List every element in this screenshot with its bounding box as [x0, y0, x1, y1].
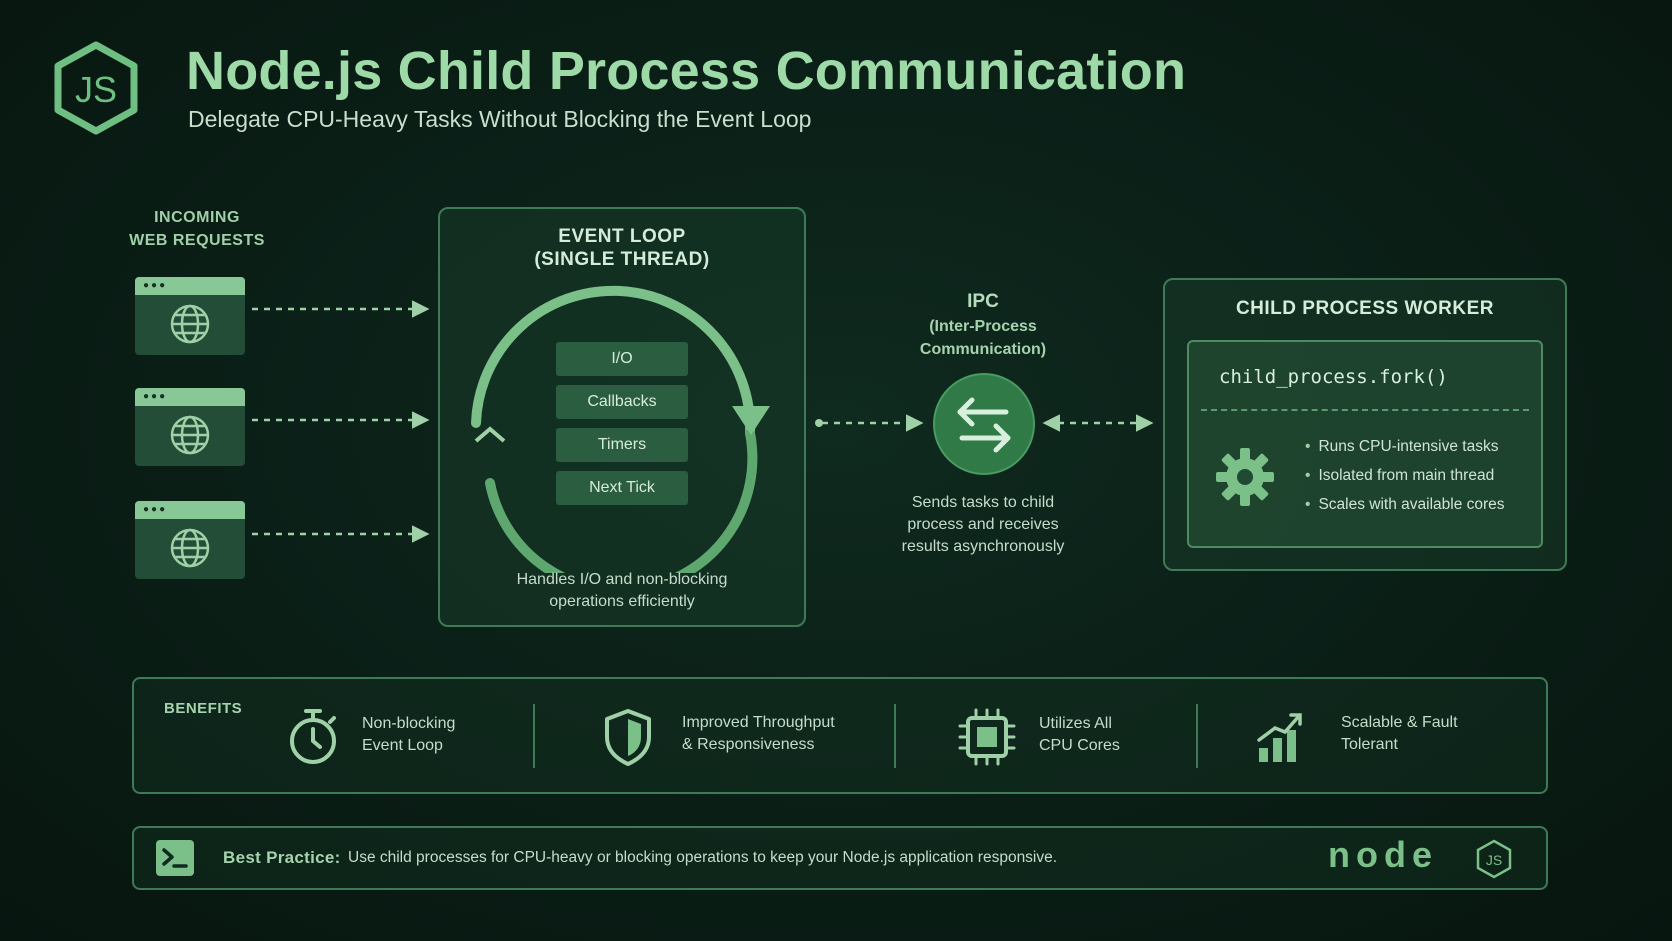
browser-window-2: ●●●	[135, 388, 245, 466]
ipc-caption: Sends tasks to child process and receive…	[870, 492, 1096, 558]
worker-title: CHILD PROCESS WORKER	[1235, 298, 1495, 319]
window-dots-icon: ●●●	[143, 280, 168, 291]
event-loop-cycle-icon	[471, 285, 770, 573]
globe-icon	[170, 528, 210, 568]
benefits-bar	[132, 677, 1548, 794]
incoming-label-line1: INCOMING	[154, 209, 240, 226]
best-practice-text: Use child processes for CPU-heavy or blo…	[348, 849, 1058, 866]
worker-feature: Scales with available cores	[1305, 490, 1504, 519]
benefit-cpu-cores: Utilizes All CPU Cores	[1039, 713, 1120, 757]
js-badge-text: JS	[1486, 852, 1502, 868]
ipc-title: IPC	[967, 291, 999, 312]
benefit-line2: Event Loop	[362, 737, 443, 754]
benefit-line2: & Responsiveness	[682, 736, 815, 753]
benefit-line2: Tolerant	[1341, 736, 1398, 753]
ipc-label: IPC (Inter-Process Communication)	[880, 289, 1086, 361]
benefit-line1: Scalable & Fault	[1341, 714, 1458, 731]
benefit-divider	[533, 704, 535, 768]
phase-timers: Timers	[556, 428, 688, 462]
shield-icon	[605, 709, 651, 766]
stopwatch-icon	[290, 709, 336, 764]
phase-callbacks: Callbacks	[556, 385, 688, 419]
cpu-chip-icon	[958, 708, 1016, 766]
phase-io: I/O	[556, 342, 688, 376]
gear-icon	[1216, 448, 1274, 506]
benefit-line1: Utilizes All	[1039, 715, 1112, 732]
benefit-line1: Non-blocking	[362, 715, 456, 732]
best-practice-label: Best Practice:	[223, 848, 341, 867]
event-loop-caption: Handles I/O and non-blocking operations …	[438, 569, 806, 613]
nodejs-hexagon-logo: JS	[54, 41, 138, 135]
event-loop-caption-line1: Handles I/O and non-blocking	[516, 571, 728, 588]
benefit-throughput: Improved Throughput & Responsiveness	[682, 712, 835, 756]
benefit-line1: Improved Throughput	[682, 714, 835, 731]
code-divider	[1201, 409, 1529, 411]
benefit-non-blocking: Non-blocking Event Loop	[362, 713, 455, 757]
browser-window-1: ●●●	[135, 277, 245, 355]
event-loop-title: EVENT LOOP	[558, 226, 686, 247]
node-wordmark-logo: node	[1328, 834, 1438, 875]
globe-icon	[170, 304, 210, 344]
logo-js-text: JS	[75, 69, 117, 110]
worker-feature: Isolated from main thread	[1305, 461, 1505, 490]
page-title: Node.js Child Process Communication	[186, 41, 1187, 101]
ipc-subtitle-line2: Communication)	[919, 341, 1047, 358]
fork-code: child_process.fork()	[1219, 366, 1448, 388]
ipc-caption-line1: Sends tasks to child	[911, 494, 1055, 511]
ipc-subtitle-line1: (Inter-Process	[929, 318, 1037, 335]
ipc-caption-line2: process and receives	[907, 516, 1059, 533]
incoming-requests-label: INCOMING WEB REQUESTS	[120, 206, 274, 252]
benefit-scalable: Scalable & Fault Tolerant	[1341, 712, 1458, 756]
phase-next-tick: Next Tick	[556, 471, 688, 505]
benefit-divider	[894, 704, 896, 768]
event-loop-subtitle: (SINGLE THREAD)	[534, 249, 710, 270]
connector-dot	[815, 419, 823, 427]
globe-icon	[170, 415, 210, 455]
worker-feature: Runs CPU-intensive tasks	[1305, 432, 1505, 461]
best-practice-bar	[132, 826, 1548, 890]
js-hexagon-badge-icon: JS	[1476, 839, 1512, 879]
browser-window-3: ●●●	[135, 501, 245, 579]
terminal-icon	[156, 840, 194, 876]
ipc-caption-line3: results asynchronously	[901, 538, 1065, 555]
window-dots-icon: ●●●	[143, 504, 168, 515]
incoming-label-line2: WEB REQUESTS	[129, 232, 265, 249]
ipc-exchange-icon	[933, 373, 1035, 475]
window-dots-icon: ●●●	[143, 391, 168, 402]
event-loop-caption-line2: operations efficiently	[549, 593, 695, 610]
bar-chart-growth-icon	[1257, 713, 1302, 762]
benefits-label: BENEFITS	[164, 700, 243, 717]
page-subtitle: Delegate CPU-Heavy Tasks Without Blockin…	[188, 106, 812, 132]
benefit-divider	[1196, 704, 1198, 768]
worker-features-list: Runs CPU-intensive tasks Isolated from m…	[1305, 432, 1505, 519]
benefit-line2: CPU Cores	[1039, 737, 1120, 754]
